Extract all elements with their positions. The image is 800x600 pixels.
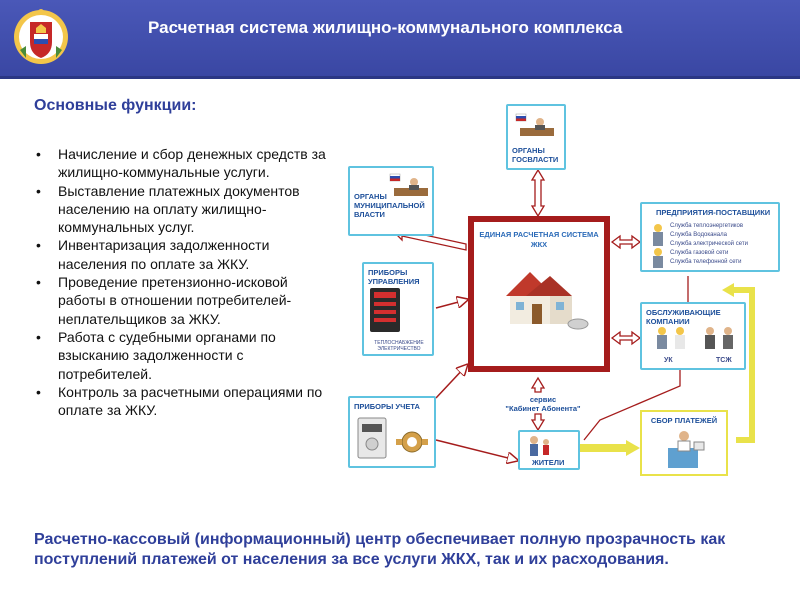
control-devices-label: ПРИБОРЫ УПРАВЛЕНИЯ <box>368 268 420 286</box>
supplier-item: Служба телефонной сети <box>670 259 742 265</box>
page-title: Расчетная система жилищно-коммунального … <box>148 18 623 37</box>
residents-box: ЖИТЕЛИ <box>518 430 580 470</box>
list-item: Контроль за расчетными операциями по опл… <box>34 383 334 420</box>
footer-statement: Расчетно-кассовый (информационный) центр… <box>34 531 726 568</box>
residents-icon <box>530 436 549 456</box>
gov-authorities-box: ОРГАНЫ ГОСВЛАСТИ <box>506 104 566 170</box>
control-devices-caption: ТЕПЛОСНАБЖЕНИЕ ЭЛЕКТРИЧЕСТВО <box>374 340 424 352</box>
supplier-item: Служба теплоэнергетиков <box>670 223 744 229</box>
workers-icon <box>653 224 663 268</box>
unified-settlement-system-box: ЕДИНАЯ РАСЧЕТНАЯ СИСТЕМА ЖКХ <box>468 216 610 372</box>
payment-collection-label: СБОР ПЛАТЕЖЕЙ <box>650 416 718 425</box>
official-icon <box>515 113 554 136</box>
subscriber-cabinet-service-label: сервис "Кабинет Абонента" <box>488 395 598 413</box>
header-bar <box>0 0 800 76</box>
section-title: Основные функции: <box>34 97 197 114</box>
payment-collection-box: СБОР ПЛАТЕЖЕЙ <box>640 410 728 476</box>
municipal-authorities-box: ОРГАНЫ МУНИЦИПАЛЬНОЙ ВЛАСТИ <box>348 166 434 236</box>
residents-label: ЖИТЕЛИ <box>532 458 565 467</box>
house-icon <box>506 272 589 330</box>
service-company-type: ТСЖ <box>716 357 732 364</box>
header-divider <box>0 76 800 79</box>
meters-box: ПРИБОРЫ УЧЕТА <box>348 396 436 468</box>
coat-of-arms-icon <box>14 9 68 64</box>
supplier-item: Служба газовой сети <box>670 250 729 256</box>
official-icon <box>389 173 428 196</box>
list-item: Работа с судебными органами по взысканию… <box>34 328 334 383</box>
service-line: сервис <box>529 395 557 404</box>
functions-list: Начисление и сбор денежных средств за жи… <box>34 145 334 419</box>
list-item: Начисление и сбор денежных средств за жи… <box>34 145 334 182</box>
workers-icon <box>657 327 733 349</box>
gov-authorities-label: ОРГАНЫ ГОСВЛАСТИ <box>512 146 559 164</box>
supplier-item: Служба электрической сети <box>670 241 748 247</box>
service-company-type: УК <box>664 357 673 364</box>
meters-label: ПРИБОРЫ УЧЕТА <box>354 402 420 411</box>
control-panel-icon <box>370 288 400 332</box>
meter-icon <box>357 417 428 459</box>
supplier-item: Служба Водоканала <box>670 232 727 238</box>
suppliers-box: ПРЕДПРИЯТИЯ-ПОСТАВЩИКИ Служба теплоэнерг… <box>640 202 780 272</box>
list-item: Инвентаризация задолженности населения п… <box>34 236 334 273</box>
list-item: Выставление платежных документов населен… <box>34 182 334 237</box>
service-companies-label: ОБСЛУЖИВАЮЩИЕ КОМПАНИИ <box>646 308 721 326</box>
service-line: "Кабинет Абонента" <box>505 404 581 413</box>
municipal-authorities-label: ОРГАНЫ МУНИЦИПАЛЬНОЙ ВЛАСТИ <box>354 192 425 219</box>
control-devices-box: ПРИБОРЫ УПРАВЛЕНИЯ ТЕПЛОСНАБЖЕНИЕ ЭЛЕКТР… <box>362 262 434 356</box>
suppliers-label: ПРЕДПРИЯТИЯ-ПОСТАВЩИКИ <box>656 208 771 217</box>
list-item: Проведение претензионно-исковой работы в… <box>34 273 334 328</box>
service-companies-box: ОБСЛУЖИВАЮЩИЕ КОМПАНИИ УК ТСЖ <box>640 302 746 370</box>
unified-settlement-system-label: ЕДИНАЯ РАСЧЕТНАЯ СИСТЕМА ЖКХ <box>479 230 599 249</box>
cashier-icon <box>668 431 705 468</box>
